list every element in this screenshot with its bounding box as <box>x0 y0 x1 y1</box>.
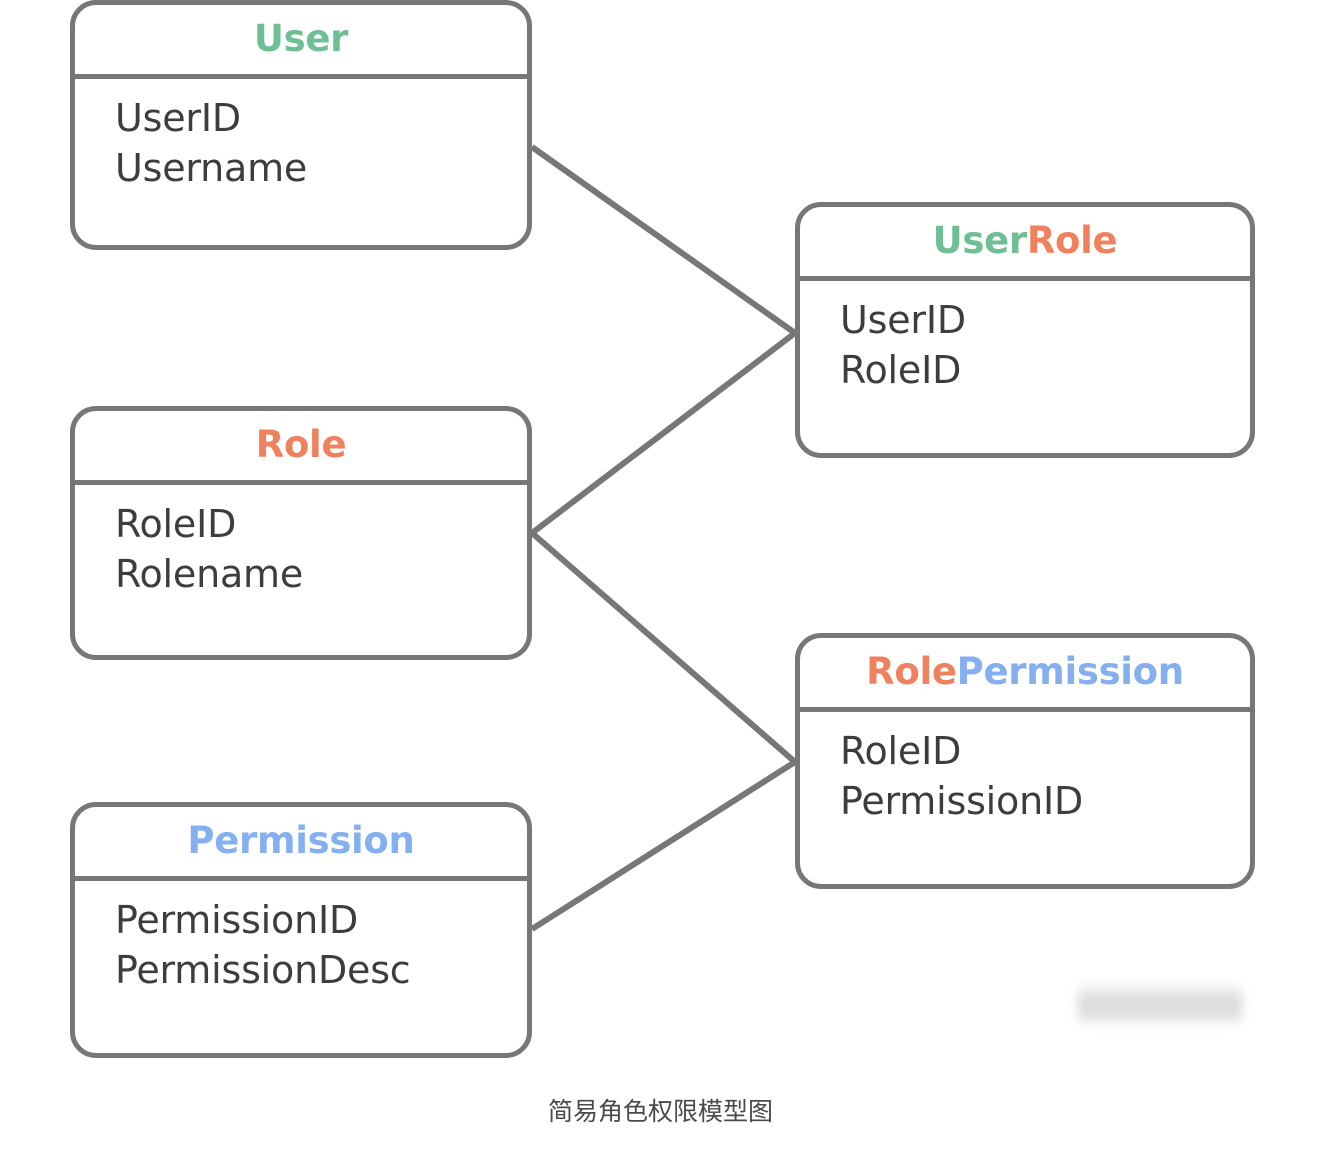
attribute-row: PermissionDesc <box>115 948 411 993</box>
entity-user-header: User <box>75 5 527 79</box>
attribute-row: UserID <box>840 298 966 342</box>
attribute-row: UserID <box>115 96 241 140</box>
connector-role-to-userrole <box>530 330 797 536</box>
entity-user-attributes: UserID Username <box>75 79 527 193</box>
entity-user-title: User <box>253 17 349 60</box>
attribute-row: RoleID <box>115 502 237 546</box>
entity-user-role-title-user: User <box>932 219 1028 262</box>
attribute-row: PermissionID <box>115 898 359 942</box>
entity-role-header: Role <box>75 411 527 485</box>
entity-role-permission-title-role: Role <box>866 650 957 693</box>
entity-user-role-attributes: UserID RoleID <box>800 281 1250 395</box>
entity-role-title: Role <box>255 423 347 466</box>
connector-role-to-rolepermission <box>530 530 797 765</box>
connector-permission-to-rolepermission <box>530 759 797 932</box>
connector-user-to-userrole <box>530 144 797 336</box>
entity-permission-attributes: PermissionID PermissionDesc <box>75 881 527 995</box>
attribute-row: Username <box>115 146 308 191</box>
entity-role-attributes: RoleID Rolename <box>75 485 527 599</box>
entity-role-permission-title-permission: Permission <box>956 650 1184 693</box>
entity-permission[interactable]: Permission PermissionID PermissionDesc <box>70 802 532 1058</box>
entity-permission-header: Permission <box>75 807 527 881</box>
entity-permission-title: Permission <box>187 819 415 862</box>
attribute-row: PermissionID <box>840 779 1084 824</box>
entity-user[interactable]: User UserID Username <box>70 0 532 250</box>
entity-role[interactable]: Role RoleID Rolename <box>70 406 532 660</box>
attribute-row: RoleID <box>840 348 962 393</box>
attribute-row: Rolename <box>115 552 304 597</box>
entity-role-permission-attributes: RoleID PermissionID <box>800 712 1250 826</box>
attribute-row: RoleID <box>840 729 962 773</box>
diagram-caption: 简易角色权限模型图 <box>547 1097 773 1126</box>
blurred-watermark <box>1078 982 1242 1028</box>
entity-user-role-title-role: Role <box>1026 219 1118 262</box>
